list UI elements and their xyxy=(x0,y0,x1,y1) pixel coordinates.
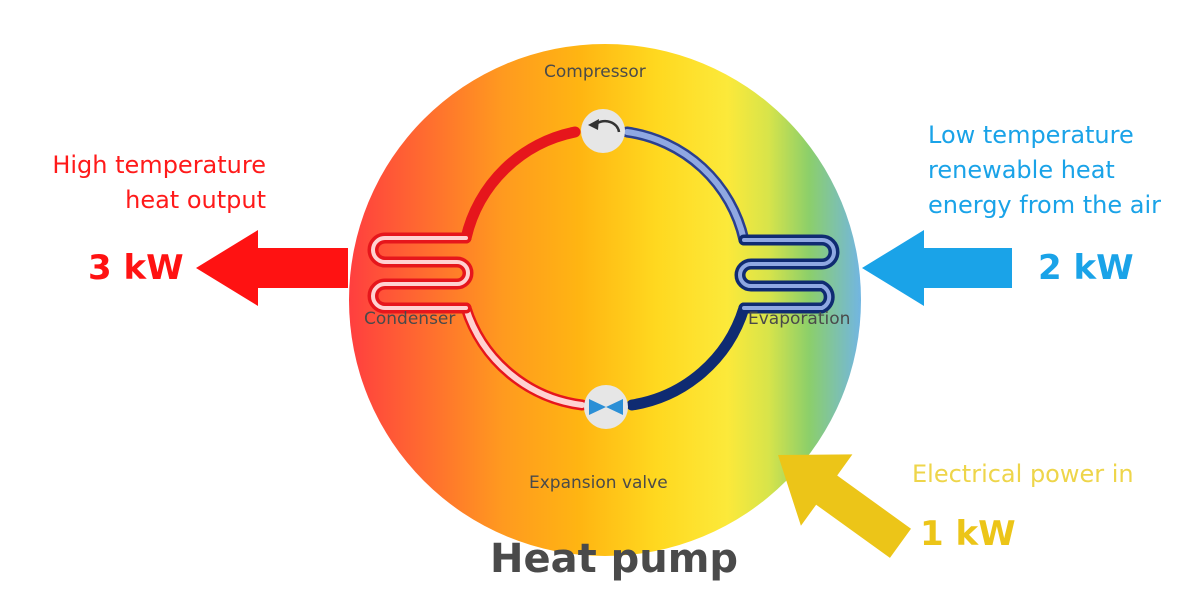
heat-output-arrow xyxy=(196,230,348,306)
heat-pump-circle xyxy=(349,44,861,556)
electrical-input-arrow xyxy=(778,454,911,558)
air-input-line-3: energy from the air xyxy=(928,191,1161,219)
condenser-coil xyxy=(367,232,474,314)
air-input-arrow xyxy=(862,230,1012,306)
refrigerant-loop xyxy=(460,126,750,411)
liquid-pipe-highlight xyxy=(463,305,585,408)
diagram-title: Heat pump xyxy=(490,536,739,582)
expansion-valve-icon xyxy=(584,385,628,429)
suction-pipe-highlight xyxy=(624,129,747,243)
evaporation-label: Evaporation xyxy=(748,309,851,329)
evaporator-coil xyxy=(734,234,840,314)
electrical-input-power: 1 kW xyxy=(920,514,1016,554)
compressor-label: Compressor xyxy=(544,62,646,82)
hot-pipe xyxy=(460,126,581,244)
heat-output-label: High temperature heat output xyxy=(0,148,266,218)
air-input-line-2: renewable heat xyxy=(928,156,1115,184)
compressor-icon xyxy=(581,109,625,153)
heat-output-power: 3 kW xyxy=(88,248,184,288)
air-input-power: 2 kW xyxy=(1038,248,1134,288)
electrical-input-label: Electrical power in xyxy=(912,460,1134,488)
heat-output-line-2: heat output xyxy=(125,186,266,214)
cold-pipe xyxy=(626,302,750,411)
expansion-valve-label: Expansion valve xyxy=(529,473,668,493)
condenser-label: Condenser xyxy=(364,309,456,329)
heat-output-line-1: High temperature xyxy=(52,151,266,179)
air-input-label: Low temperature renewable heat energy fr… xyxy=(928,118,1161,223)
air-input-line-1: Low temperature xyxy=(928,121,1134,149)
